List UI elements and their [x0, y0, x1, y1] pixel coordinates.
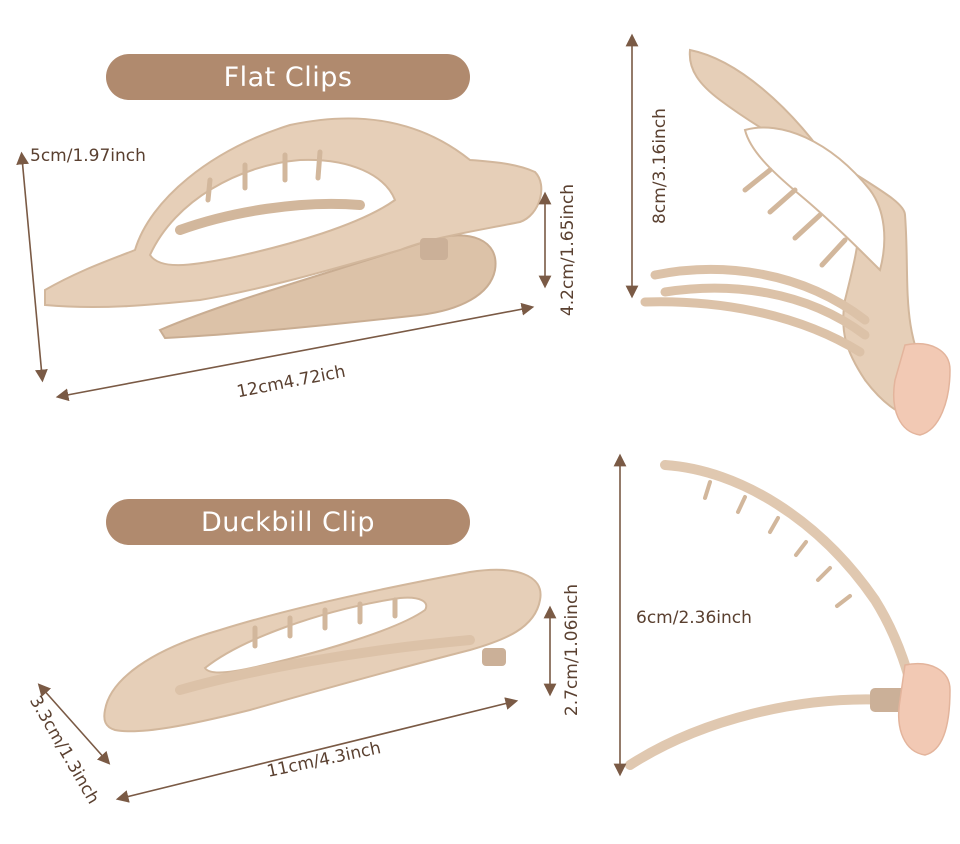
flat-jaw-label: 4.2cm/1.65inch [558, 183, 578, 317]
flat-clips-label: Flat Clips [223, 61, 353, 93]
flat-clips-title: Flat Clips [106, 54, 470, 100]
dimension-arrows [16, 33, 639, 803]
duckbill-clip-image [103, 568, 542, 733]
duck-jaw-label: 2.7cm/1.06inch [562, 583, 582, 717]
duckbill-clip-label: Duckbill Clip [200, 506, 376, 538]
flat-open-label: 8cm/3.16inch [650, 108, 670, 224]
duckbill-clip-open-image [625, 460, 951, 770]
duckbill-clip-title: Duckbill Clip [106, 499, 470, 545]
flat-height-label: 5cm/1.97inch [30, 146, 146, 166]
flat-clip-open-image [640, 48, 951, 436]
duck-open-label: 6cm/2.36inch [636, 608, 752, 628]
